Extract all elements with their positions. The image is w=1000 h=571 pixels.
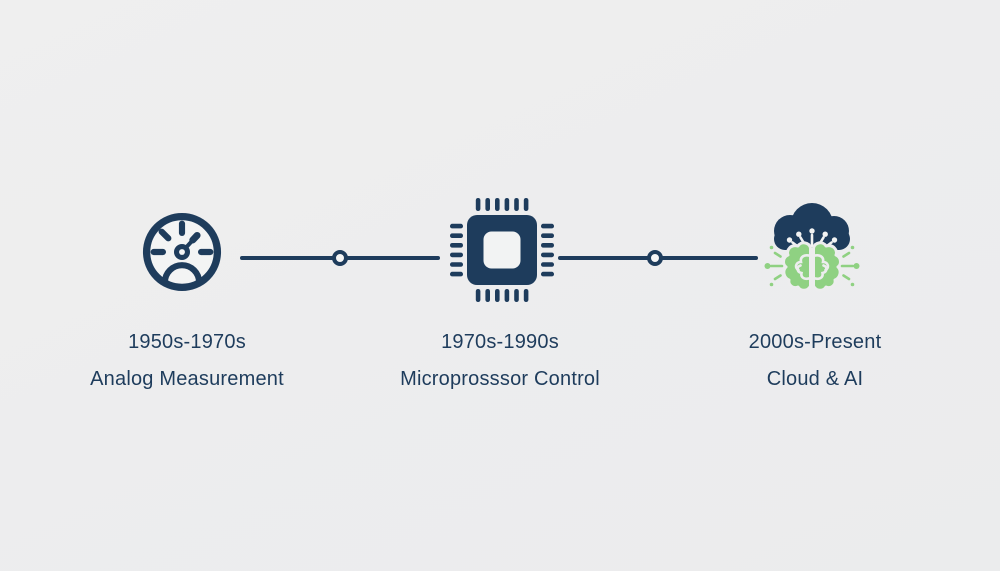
stage-microprocessor-label: Microprosssor Control <box>400 368 600 390</box>
stage-analog-label: Analog Measurement <box>90 368 284 390</box>
cloud-brain-icon <box>764 203 860 292</box>
connector-node-1 <box>332 250 348 266</box>
stage-cloud-ai-period: 2000s-Present <box>748 331 882 353</box>
stage-microprocessor-period: 1970s-1990s <box>441 331 559 353</box>
connector-node-2 <box>647 250 663 266</box>
stage-analog-period: 1950s-1970s <box>128 331 246 353</box>
stage-cloud-ai-label: Cloud & AI <box>766 368 864 390</box>
chip-icon <box>450 198 554 302</box>
gauge-icon <box>142 212 222 292</box>
